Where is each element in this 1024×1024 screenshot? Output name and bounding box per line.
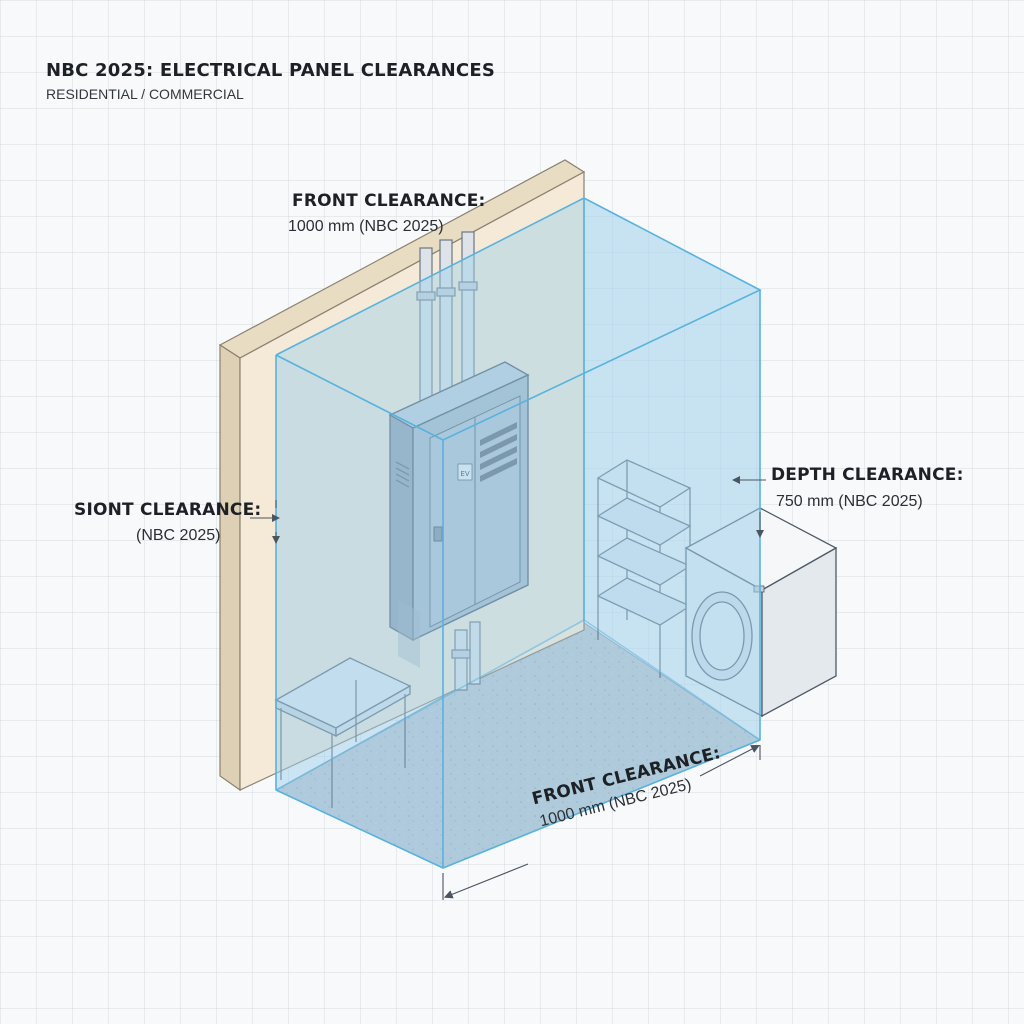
breaker-rows <box>480 422 517 482</box>
top-front-clearance-value: 1000 mm (NBC 2025) <box>288 218 444 235</box>
side-dimension <box>250 500 280 544</box>
svg-text:EV: EV <box>460 470 469 478</box>
washing-machine <box>684 507 838 718</box>
top-front-clearance-heading: FRONT CLEARANCE: <box>292 191 486 211</box>
depth-clearance-heading: DEPTH CLEARANCE: <box>771 465 964 485</box>
side-clearance-value: (NBC 2025) <box>136 527 221 544</box>
wall-side-edge <box>219 343 241 792</box>
panel-badge: EV <box>457 463 473 481</box>
conduits <box>416 231 481 691</box>
electrical-panel: EV <box>388 361 530 668</box>
page-subtitle: RESIDENTIAL / COMMERCIAL <box>46 86 244 102</box>
page-title: NBC 2025: ELECTRICAL PANEL CLEARANCES <box>46 60 496 81</box>
bottom-front-dimension <box>442 744 761 900</box>
clearance-volume <box>275 197 762 869</box>
side-table <box>274 657 412 808</box>
depth-dimension <box>732 476 766 538</box>
depth-clearance-value: 750 mm (NBC 2025) <box>776 493 923 510</box>
side-clearance-heading: SIONT CLEARANCE: <box>74 500 262 520</box>
